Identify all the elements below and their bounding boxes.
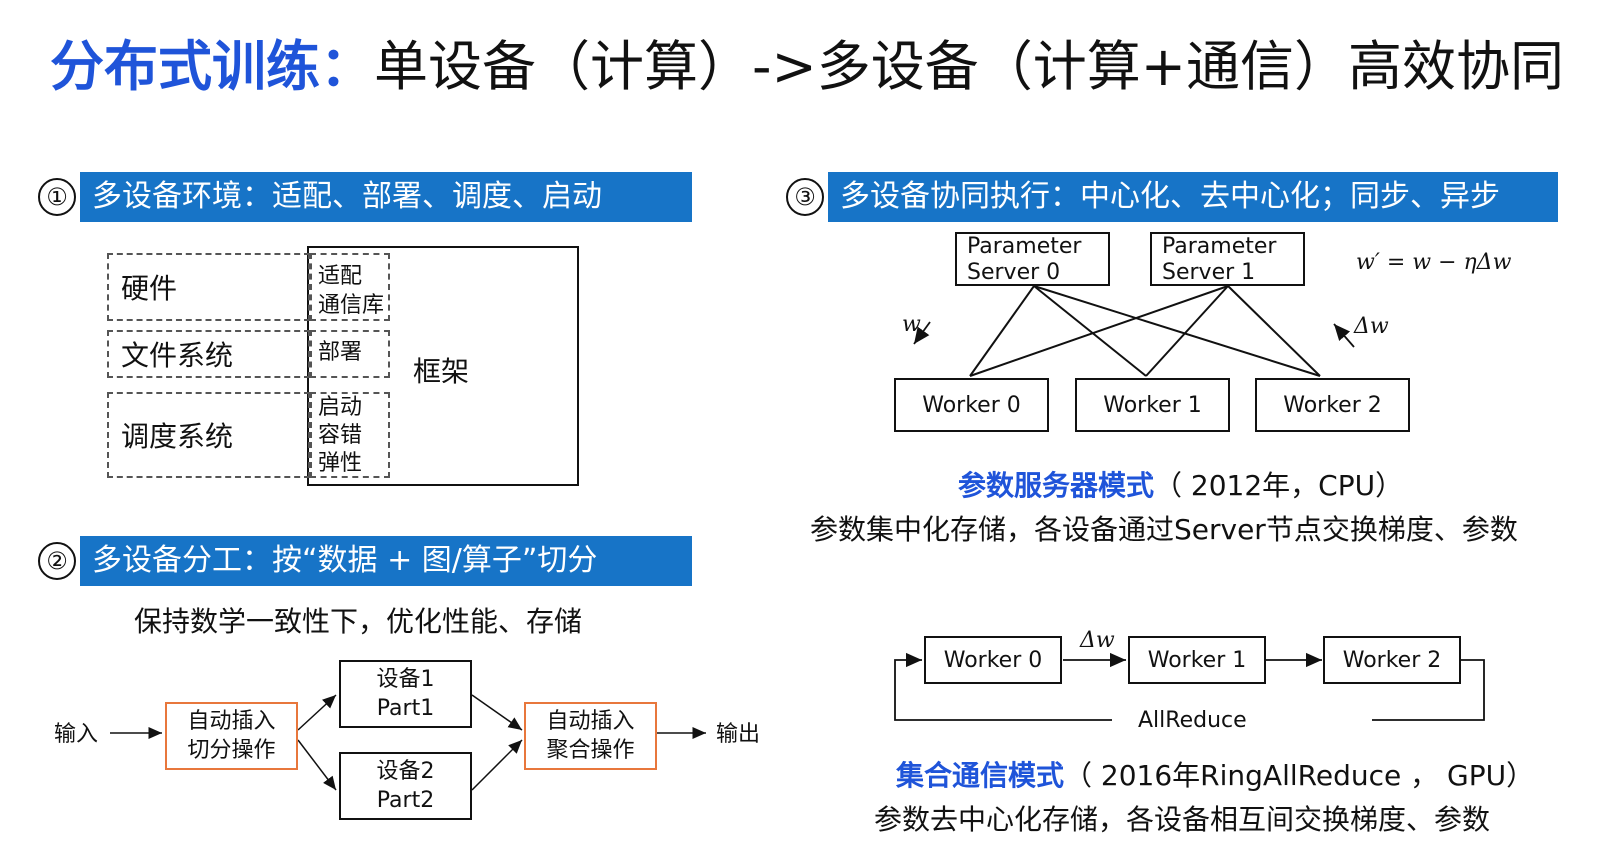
ps-mode-note: （ 2012年，CPU） <box>1154 469 1404 502</box>
arrow-split-dev2 <box>297 739 337 791</box>
ps-link <box>1227 285 1321 377</box>
ring-dw-label: Δw <box>1080 628 1115 653</box>
allreduce-label: AllReduce <box>1138 708 1247 733</box>
scheduler-label: 调度系统 <box>121 420 234 453</box>
launch-cell: 启动 容错 弹性 <box>310 392 390 478</box>
section3-number: ③ <box>786 178 824 216</box>
ps-mode-line: 参数服务器模式（ 2012年，CPU） <box>958 464 1403 504</box>
section2-subtitle: 保持数学一致性下，优化性能、存储 <box>134 605 583 638</box>
ps-worker-1: Worker 1 <box>1075 378 1230 432</box>
device2-box: 设备2 Part2 <box>339 752 472 820</box>
param-server-1: Parameter Server 1 <box>1150 232 1305 286</box>
cc-mode-desc: 参数去中心化存储，各设备相互间交换梯度、参数 <box>874 803 1491 836</box>
merge-op-box: 自动插入 聚合操作 <box>524 702 657 770</box>
ps-worker-0: Worker 0 <box>894 378 1049 432</box>
split-op-box: 自动插入 切分操作 <box>165 702 298 770</box>
ps-link <box>1033 285 1147 377</box>
update-formula: w′ = w − ηΔw <box>1356 250 1512 275</box>
ps-link <box>1033 285 1321 377</box>
launch-text: 启动 容错 弹性 <box>318 395 363 476</box>
param-server-0: Parameter Server 0 <box>955 232 1110 286</box>
deploy-text: 部署 <box>318 340 363 365</box>
dw-label: Δw <box>1354 314 1389 339</box>
ring-worker-2: Worker 2 <box>1323 636 1461 684</box>
page-title: 分布式训练：单设备（计算）->多设备（计算+通信）高效协同 <box>50 22 1564 101</box>
framework-box <box>307 246 579 486</box>
framework-label: 框架 <box>413 355 470 388</box>
arrow-split-dev1 <box>297 694 337 731</box>
title-rest: 单设备（计算）->多设备（计算+通信）高效协同 <box>374 35 1564 98</box>
adapt-cell: 适配 通信库 <box>310 253 390 321</box>
scheduler-row: 调度系统 <box>107 392 310 478</box>
ring-loop-right <box>1372 659 1485 721</box>
section2-banner: 多设备分工：按“数据 + 图/算子”切分 <box>80 536 692 586</box>
hardware-label: 硬件 <box>121 272 178 305</box>
section2-number: ② <box>38 542 76 580</box>
ps-mode-title: 参数服务器模式 <box>958 469 1155 502</box>
ps-link <box>1145 285 1229 377</box>
ps-mode-desc: 参数集中化存储，各设备通过Server节点交换梯度、参数 <box>810 513 1518 546</box>
arrow-dev1-merge <box>471 694 523 731</box>
w-arrow <box>913 321 931 345</box>
output-label: 输出 <box>716 722 761 747</box>
adapt-text: 适配 通信库 <box>318 264 385 318</box>
section1-number: ① <box>38 178 76 216</box>
device1-box: 设备1 Part1 <box>339 660 472 728</box>
ring-worker-1: Worker 1 <box>1128 636 1266 684</box>
input-label: 输入 <box>54 722 99 747</box>
section3-banner: 多设备协同执行：中心化、去中心化；同步、异步 <box>828 172 1558 222</box>
arrow-dev2-merge <box>471 739 523 791</box>
dw-arrow <box>1333 323 1355 348</box>
title-highlight: 分布式训练： <box>50 35 374 98</box>
filesystem-row: 文件系统 <box>107 330 310 378</box>
cc-mode-note: （ 2016年RingAllReduce ， GPU） <box>1064 759 1535 792</box>
ring-worker-0: Worker 0 <box>924 636 1062 684</box>
ps-worker-2: Worker 2 <box>1255 378 1410 432</box>
cc-mode-title: 集合通信模式 <box>896 759 1065 792</box>
ring-loop-left <box>894 652 1112 721</box>
section1-banner: 多设备环境：适配、部署、调度、启动 <box>80 172 692 222</box>
ps-link <box>969 285 1229 377</box>
ps-link <box>969 285 1035 377</box>
cc-mode-line: 集合通信模式（ 2016年RingAllReduce ， GPU） <box>896 754 1534 794</box>
deploy-cell: 部署 <box>310 330 390 378</box>
w-label: w <box>902 312 921 337</box>
hardware-row: 硬件 <box>107 253 310 321</box>
filesystem-label: 文件系统 <box>121 339 234 372</box>
